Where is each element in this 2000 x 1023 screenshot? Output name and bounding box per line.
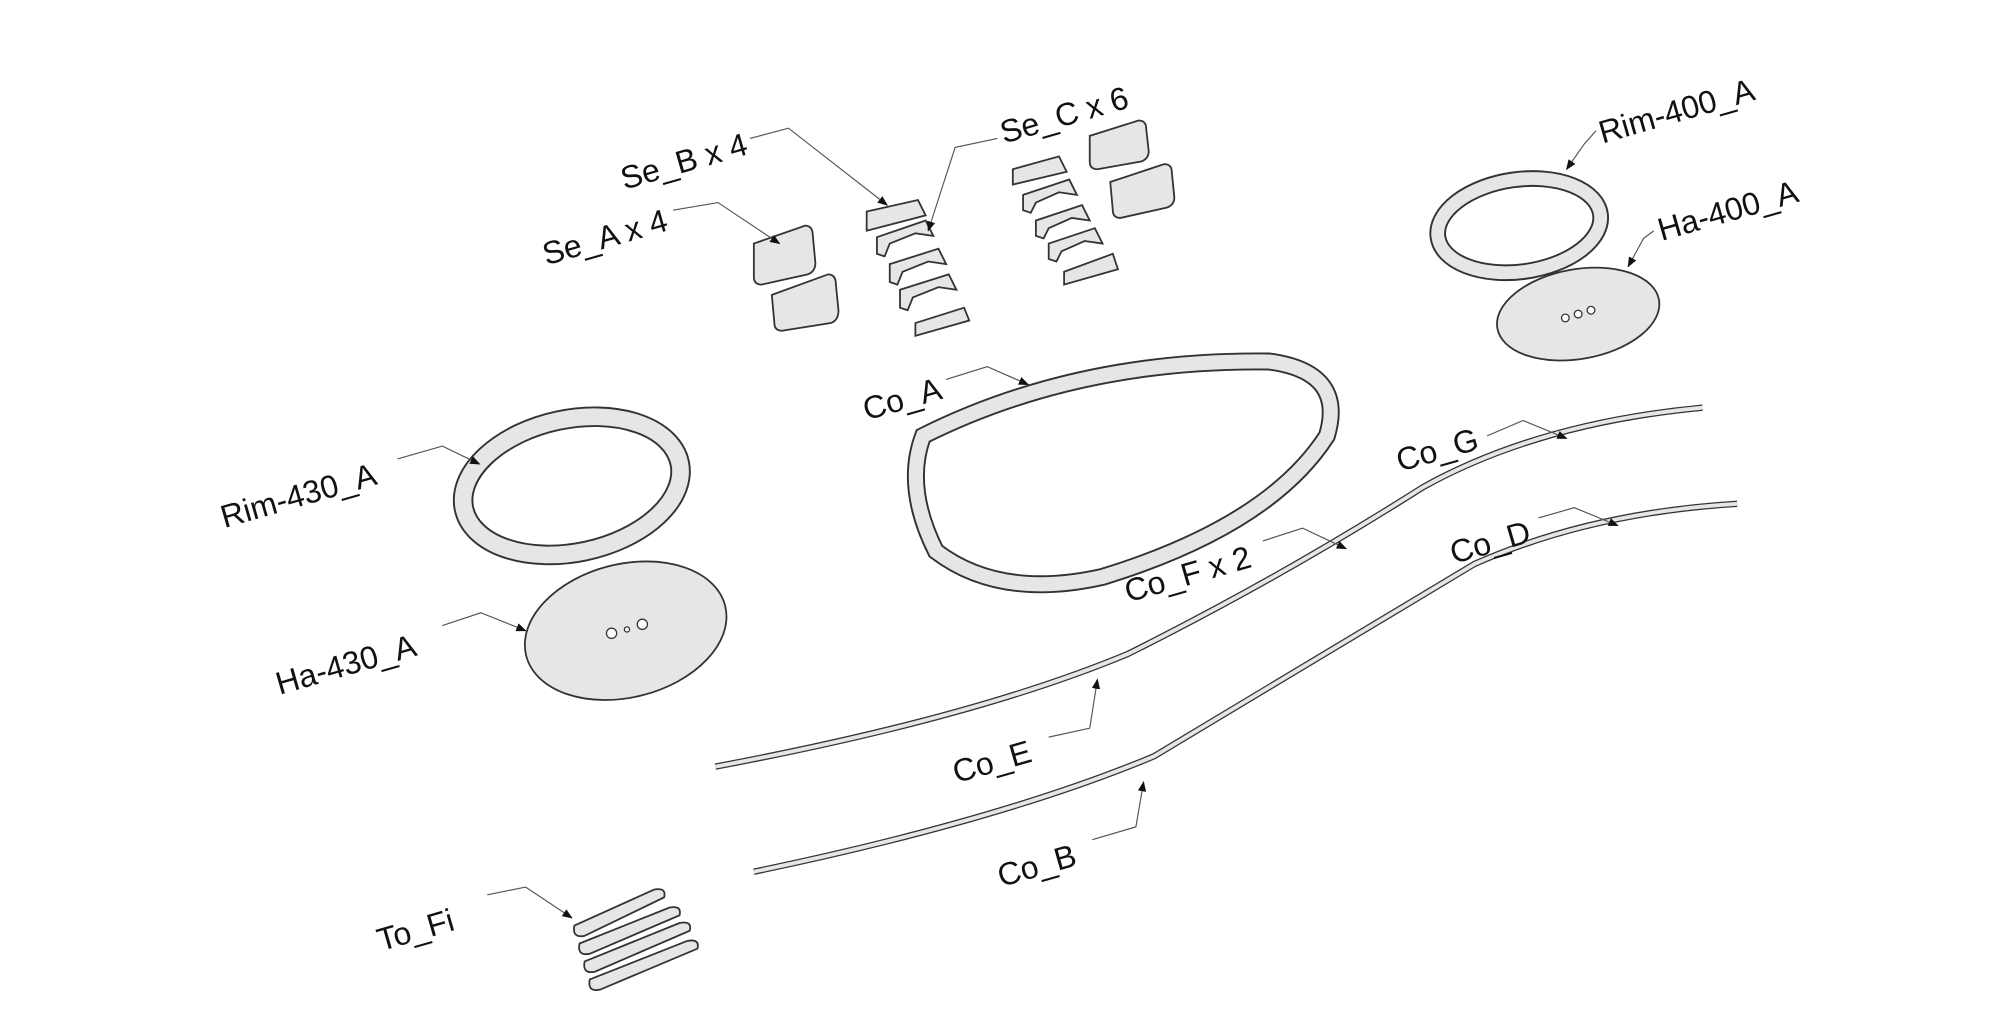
label-ha-430-a: Ha-430_A (272, 627, 421, 702)
part-to-fi (573, 888, 699, 991)
label-co-e: Co_E (948, 733, 1035, 790)
label-se-a: Se_A x 4 (538, 202, 671, 272)
leader-lines (397, 127, 1655, 919)
label-rim-400-a: Rim-400_A (1595, 71, 1760, 150)
label-se-b: Se_B x 4 (616, 126, 751, 196)
label-co-a: Co_A (859, 370, 947, 427)
part-ha-430-a (523, 560, 728, 701)
label-co-d: Co_D (1446, 514, 1535, 571)
label-co-g: Co_G (1392, 421, 1482, 479)
label-ha-400-a: Ha-400_A (1653, 173, 1802, 248)
part-ha-400-a (1496, 266, 1661, 362)
part-se-b (865, 198, 971, 338)
part-co-a (906, 352, 1340, 594)
label-rim-430-a: Rim-430_A (216, 456, 381, 535)
part-co-e-f-g-strip (714, 404, 1703, 770)
part-se-a (752, 224, 840, 332)
part-rim-430-a (452, 406, 691, 566)
part-se-c (1011, 119, 1176, 286)
label-to-fi: To_Fi (373, 902, 458, 958)
label-co-b: Co_B (993, 837, 1080, 894)
